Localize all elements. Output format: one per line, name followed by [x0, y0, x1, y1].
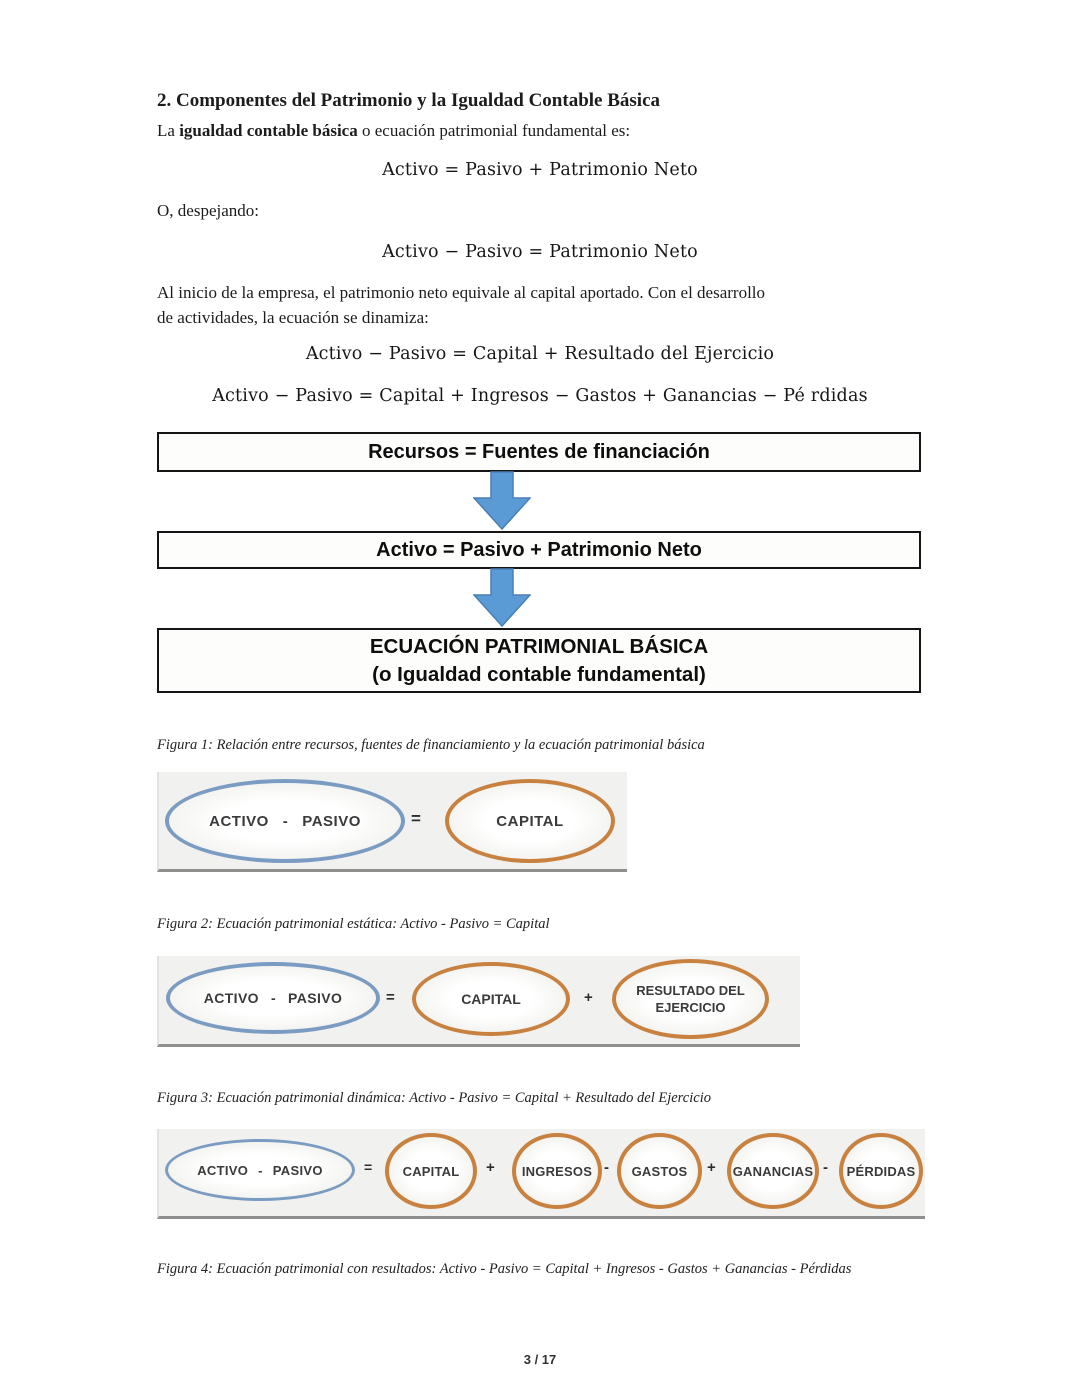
equals-operator: = [411, 809, 421, 828]
figure3-caption: Figura 3: Ecuación patrimonial dinámica:… [157, 1090, 711, 1106]
activo-pasivo-ellipse: ACTIVO - PASIVO [165, 779, 405, 863]
flow-box-patrimonial: ECUACIÓN PATRIMONIAL BÁSICA (o Igualdad … [157, 628, 921, 693]
body-paragraph-line1: Al inicio de la empresa, el patrimonio n… [157, 283, 766, 302]
figure4-caption: Figura 4: Ecuación patrimonial con resul… [157, 1261, 852, 1277]
activo-label: ACTIVO [209, 812, 269, 830]
capital-ellipse: CAPITAL [445, 779, 615, 863]
figure2-caption: Figura 2: Ecuación patrimonial estática:… [157, 916, 550, 932]
equation-expanded: Activo − Pasivo = Capital + Ingresos − G… [212, 386, 868, 406]
ingresos-circle: INGRESOS [512, 1133, 602, 1209]
despejando-text: O, despejando: [157, 201, 259, 220]
ganancias-label: GANANCIAS [732, 1163, 814, 1179]
perdidas-circle: PÉRDIDAS [839, 1133, 923, 1209]
activo-label: ACTIVO [197, 1162, 249, 1178]
flow-box-ecuacion-label: Activo = Pasivo + Patrimonio Neto [376, 538, 702, 561]
plus-operator: + [486, 1159, 495, 1176]
perdidas-label: PÉRDIDAS [846, 1163, 916, 1179]
equals-operator: = [386, 989, 395, 1006]
ingresos-label: INGRESOS [521, 1163, 593, 1179]
down-arrow-icon [473, 568, 531, 627]
plus-operator: + [707, 1159, 716, 1176]
figure3-image: ACTIVO - PASIVO = CAPITAL + INGRESOS - G… [157, 1129, 925, 1219]
pasivo-label: PASIVO [272, 1162, 323, 1178]
equation-rearranged: Activo − Pasivo = Patrimonio Neto [382, 242, 698, 262]
minus-operator: - [258, 1162, 263, 1178]
equation-dynamic: Activo − Pasivo = Capital + Resultado de… [305, 344, 775, 364]
activo-label: ACTIVO [203, 990, 259, 1006]
flow-box-patrimonial-line1: ECUACIÓN PATRIMONIAL BÁSICA [369, 634, 709, 658]
capital-ellipse: CAPITAL [412, 962, 570, 1036]
figure1-image: ACTIVO - PASIVO = CAPITAL [157, 772, 627, 872]
figure1-caption: Figura 1: Relación entre recursos, fuent… [157, 737, 705, 753]
minus-operator: - [270, 990, 277, 1006]
section-heading: 2. Componentes del Patrimonio y la Igual… [157, 90, 661, 111]
gastos-circle: GASTOS [617, 1133, 702, 1209]
activo-pasivo-ellipse: ACTIVO - PASIVO [166, 962, 380, 1034]
plus-operator: + [584, 989, 593, 1006]
pasivo-label: PASIVO [288, 990, 343, 1006]
intro-suffix: o ecuación patrimonial fundamental es: [357, 121, 631, 140]
capital-label: CAPITAL [496, 812, 564, 830]
minus-operator: - [823, 1159, 828, 1176]
capital-label: CAPITAL [402, 1163, 460, 1179]
flow-box-recursos-label: Recursos = Fuentes de financiación [368, 440, 710, 463]
activo-pasivo-ellipse: ACTIVO - PASIVO [165, 1139, 355, 1201]
body-paragraph-line2: de actividades, la ecuación se dinamiza: [157, 308, 429, 327]
intro-prefix: La [157, 121, 180, 140]
equals-operator: = [364, 1159, 373, 1175]
gastos-label: GASTOS [631, 1163, 688, 1179]
down-arrow-icon [473, 471, 531, 530]
minus-operator: - [604, 1159, 609, 1176]
ganancias-circle: GANANCIAS [727, 1133, 819, 1209]
equation-basic: Activo = Pasivo + Patrimonio Neto [382, 160, 698, 180]
intro-bold-term: igualdad contable básica [179, 121, 358, 140]
figure2-image: ACTIVO - PASIVO = CAPITAL + RESULTADO DE… [157, 956, 800, 1047]
flow-box-recursos: Recursos = Fuentes de financiación [157, 432, 921, 472]
pasivo-label: PASIVO [302, 812, 361, 830]
minus-operator: - [282, 812, 289, 830]
page-number: 3 / 17 [523, 1352, 557, 1367]
capital-circle: CAPITAL [385, 1133, 477, 1209]
flow-box-ecuacion: Activo = Pasivo + Patrimonio Neto [157, 531, 921, 569]
intro-paragraph: La igualdad contable básica o ecuación p… [157, 121, 630, 141]
flow-box-patrimonial-line2: (o Igualdad contable fundamental) [372, 662, 706, 686]
capital-label: CAPITAL [461, 991, 521, 1007]
